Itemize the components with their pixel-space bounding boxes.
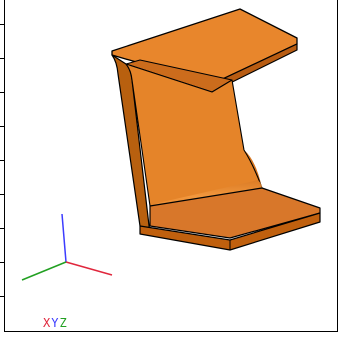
ruler-tick [0, 92, 4, 93]
y-axis-line [21, 261, 67, 281]
ruler-tick [0, 228, 4, 229]
ruler-tick [0, 126, 4, 127]
y-axis-label: Y [51, 316, 60, 330]
ruler-tick [0, 262, 4, 263]
viewport-right-border [337, 0, 338, 331]
viewport-left-border [4, 0, 5, 331]
coordinate-triad [21, 213, 113, 281]
x-axis-label: X [43, 316, 52, 330]
triad-legend: XYZ [43, 316, 68, 330]
ruler-tick [0, 58, 4, 59]
ruler-tick [0, 296, 4, 297]
x-axis-line [65, 261, 113, 276]
z-axis-label: Z [59, 316, 68, 330]
z-axis-line [61, 213, 67, 263]
ruler-tick [0, 24, 4, 25]
ruler-tick [0, 194, 4, 195]
viewport-bottom-border [4, 331, 338, 332]
ruler-tick [0, 160, 4, 161]
